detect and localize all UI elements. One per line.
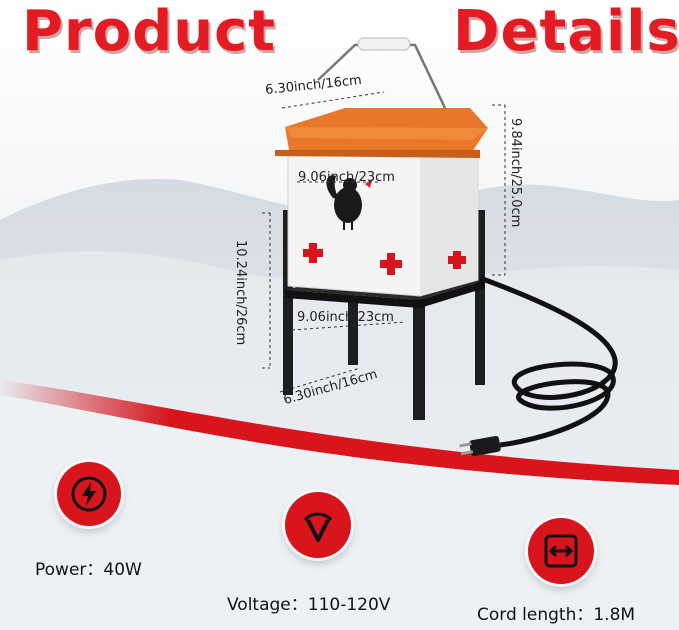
cord-length-label: Cord length：1.8M	[477, 605, 636, 625]
gauge-icon	[303, 512, 333, 542]
voltage-badge	[285, 492, 351, 558]
dim-top-height: 9.84inch/25.0cm	[508, 118, 523, 228]
power-badge	[57, 462, 121, 526]
cord-badge	[528, 518, 594, 584]
power-label: Power：40W	[35, 560, 142, 580]
dim-stand-height: 10.24inch/26cm	[233, 240, 248, 346]
dim-body-width: 9.06inch/23cm	[298, 170, 395, 185]
lightning-icon	[71, 476, 107, 512]
title-details: Details	[453, 0, 679, 64]
dim-base-width: 9.06inch/23cm	[297, 310, 394, 325]
voltage-label: Voltage：110-120V	[227, 595, 391, 615]
double-arrow-icon	[544, 534, 578, 568]
title-product: Product	[22, 0, 277, 64]
